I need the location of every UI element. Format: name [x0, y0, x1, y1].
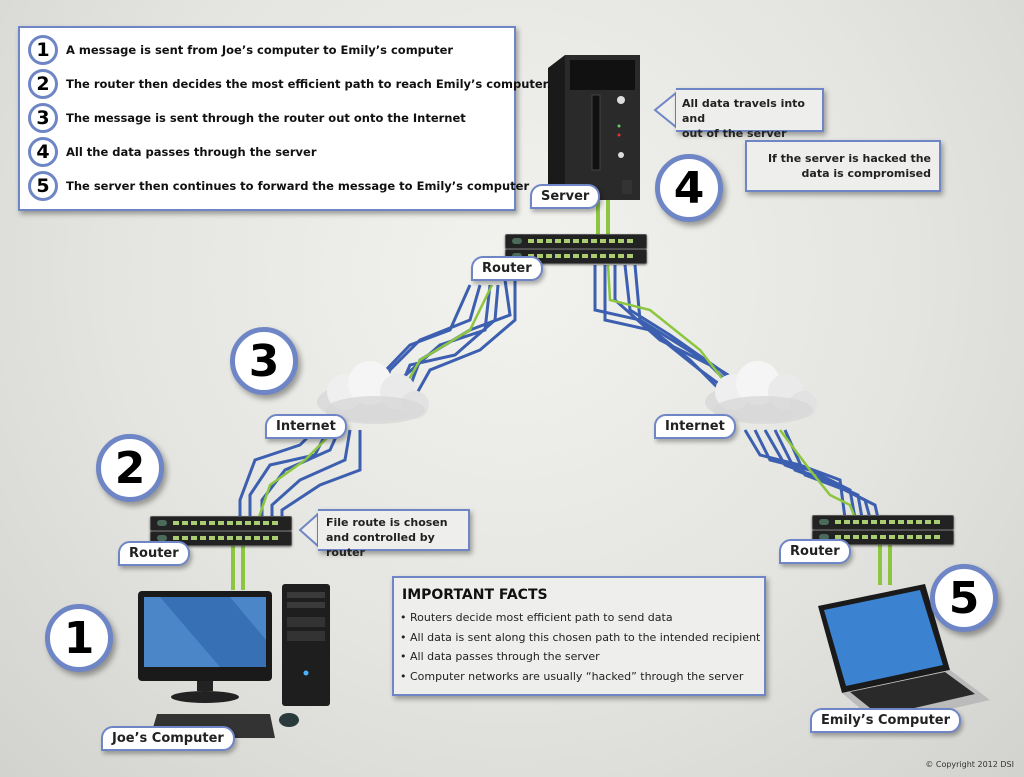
step-badge-4: 4 — [655, 154, 723, 222]
copyright-text: © Copyright 2012 DSI — [925, 760, 1014, 769]
internet-label-left: Internet — [265, 414, 347, 439]
chosen-route-right-lower — [779, 429, 857, 519]
steps-panel: 1 A message is sent from Joe’s computer … — [18, 26, 551, 211]
step-number-badge: 1 — [28, 35, 58, 65]
important-facts-panel: IMPORTANT FACTS • Routers decide most ef… — [392, 576, 766, 696]
step-number-badge: 5 — [28, 171, 58, 201]
chosen-route-left-lower — [256, 429, 336, 521]
router-label-top: Router — [471, 256, 543, 281]
cable-bundle-right-lower — [743, 429, 880, 519]
fact-item: • Computer networks are usually “hacked”… — [400, 669, 744, 683]
chosen-route-right-upper — [606, 264, 736, 396]
step-badge-5: 5 — [930, 564, 998, 632]
step-number-badge: 4 — [28, 137, 58, 167]
step-text: The message is sent through the router o… — [66, 111, 466, 125]
chosen-route-left-upper — [398, 284, 494, 396]
internet-cloud-right — [705, 361, 817, 424]
step-badge-1: 1 — [45, 604, 113, 672]
router-label-right: Router — [779, 539, 851, 564]
warning-line-1: If the server is hacked the — [767, 152, 931, 165]
internet-cloud-left — [317, 361, 429, 424]
fact-item: • Routers decide most efficient path to … — [400, 611, 673, 624]
step-1: 1 A message is sent from Joe’s computer … — [28, 35, 453, 65]
server-label: Server — [530, 184, 601, 209]
step-2: 2 The router then decides the most effic… — [28, 69, 551, 99]
step-5: 5 The server then continues to forward t… — [28, 171, 529, 201]
router-callout-line-1: File route is chosen — [326, 516, 448, 529]
step-text: The server then continues to forward the… — [66, 179, 530, 193]
emilys-computer-label: Emily’s Computer — [810, 708, 962, 733]
internet-label-right: Internet — [654, 414, 736, 439]
router-icon-left — [150, 516, 292, 546]
cable-bundle-left-lower — [238, 423, 362, 520]
warning-line-2: data is compromised — [801, 167, 931, 180]
step-text: The router then decides the most efficie… — [66, 77, 552, 91]
server-icon — [548, 55, 640, 200]
router-icon-right — [812, 515, 954, 545]
router-callout-line-2: and controlled by router — [326, 531, 435, 559]
step-number-badge: 2 — [28, 69, 58, 99]
warning-callout: If the server is hacked the data is comp… — [745, 140, 941, 192]
step-number-badge: 3 — [28, 103, 58, 133]
step-badge-3: 3 — [230, 327, 298, 395]
fact-item: • All data is sent along this chosen pat… — [400, 630, 761, 644]
router-label-left: Router — [118, 541, 190, 566]
router-callout: File route is chosen and controlled by r… — [318, 509, 470, 559]
fact-item: • All data passes through the server — [400, 650, 600, 663]
joes-computer-label: Joe’s Computer — [101, 726, 235, 751]
router-callout-pointer — [298, 511, 319, 549]
server-callout-pointer — [653, 90, 677, 130]
facts-title: IMPORTANT FACTS — [402, 587, 548, 603]
server-callout: All data travels into and out of the ser… — [676, 88, 824, 140]
step-4: 4 All the data passes through the server — [28, 137, 317, 167]
step-text: A message is sent from Joe’s computer to… — [66, 43, 454, 57]
server-callout-line-1: All data travels into and — [682, 97, 805, 125]
step-badge-2: 2 — [96, 434, 164, 502]
step-text: All the data passes through the server — [66, 145, 317, 159]
step-3: 3 The message is sent through the router… — [28, 103, 466, 133]
server-callout-line-2: out of the server — [682, 127, 787, 140]
desktop-computer-icon — [138, 584, 330, 738]
